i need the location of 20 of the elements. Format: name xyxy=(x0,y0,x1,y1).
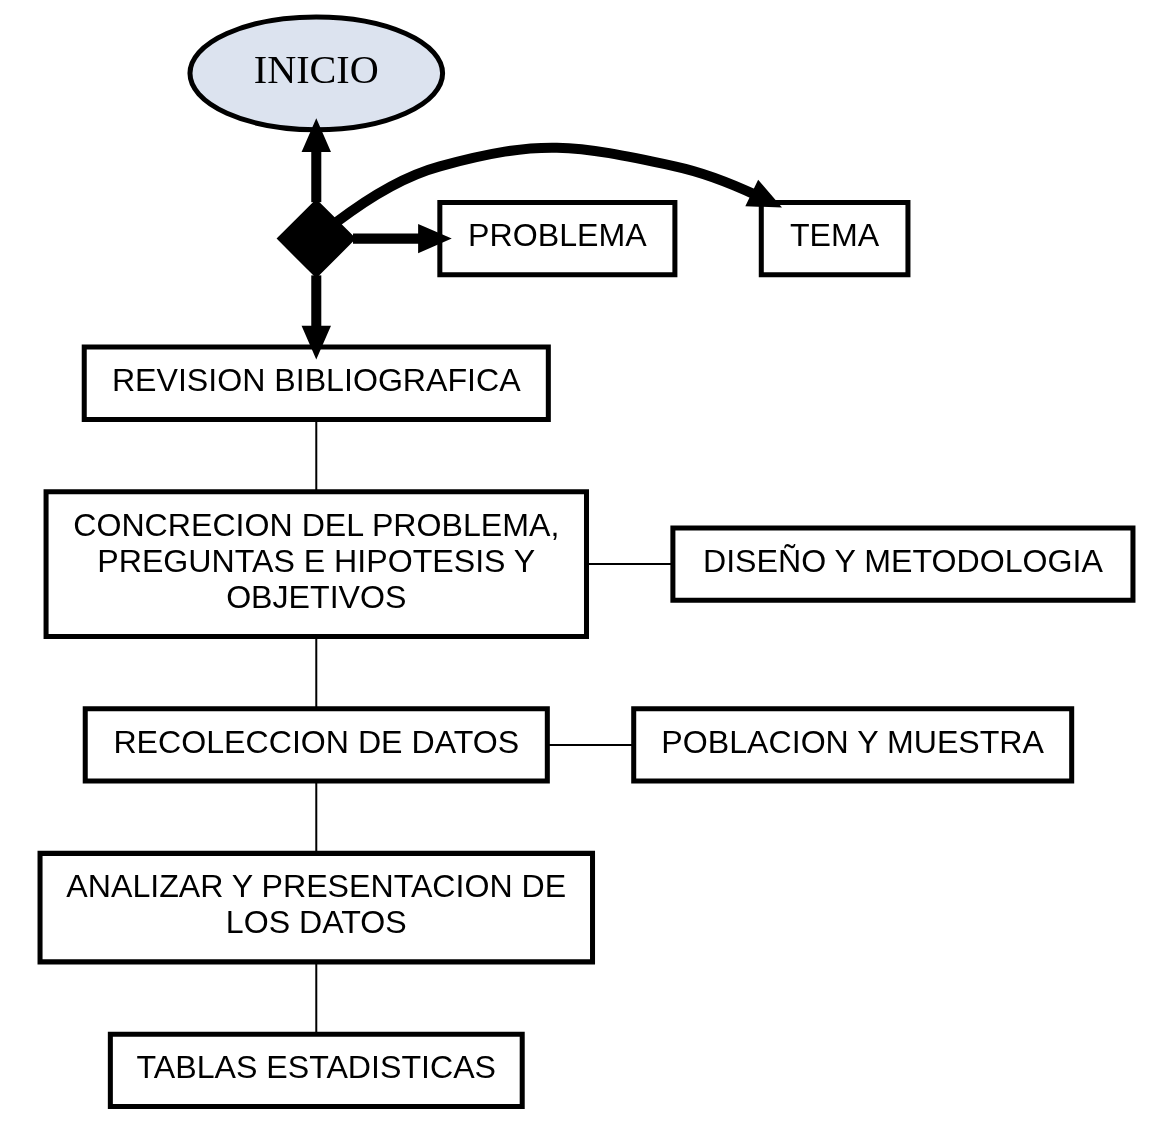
connector xyxy=(314,781,317,854)
connector xyxy=(547,743,634,746)
node-box: RECOLECCION DE DATOS xyxy=(82,706,550,784)
arrow xyxy=(333,142,782,227)
node-box: CONCRECION DEL PROBLEMA, PREGUNTAS E HIPOTESIS Y OBJETIVOS xyxy=(43,489,589,639)
node-box: DISEÑO Y METODOLOGIA xyxy=(669,525,1135,603)
node-box: PROBLEMA xyxy=(436,199,677,278)
node-box: POBLACION Y MUESTRA xyxy=(630,706,1074,784)
node-box: TABLAS ESTADISTICAS xyxy=(107,1031,525,1110)
connector xyxy=(314,636,317,709)
connector xyxy=(314,420,317,492)
node-box: REVISION BIBLIOGRAFICA xyxy=(81,344,551,422)
connector xyxy=(314,962,317,1034)
node-box: TEMA xyxy=(758,199,910,278)
node-box: ANALIZAR Y PRESENTACION DE LOS DATOS xyxy=(37,850,595,965)
node-ellipse: INICIO xyxy=(186,14,445,133)
arrow xyxy=(301,275,331,360)
connector xyxy=(586,563,673,566)
arrow xyxy=(301,118,331,203)
arrow xyxy=(352,223,452,254)
